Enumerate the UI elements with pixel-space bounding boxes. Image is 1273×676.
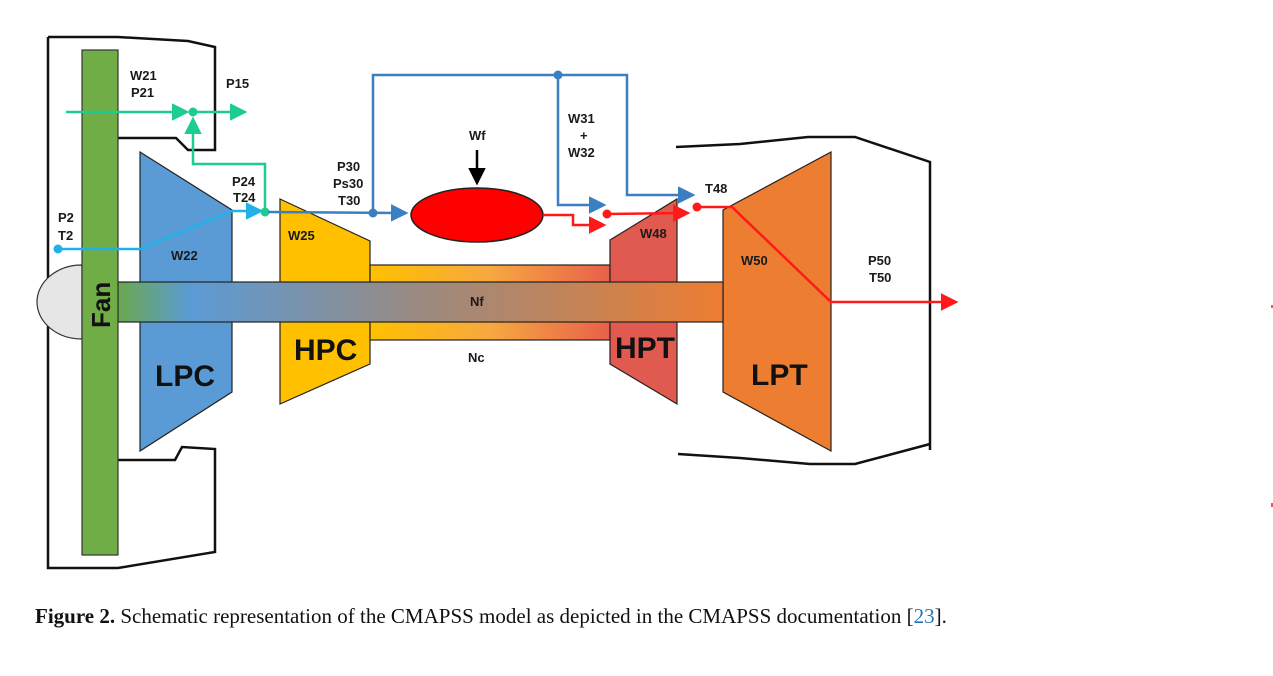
nozzle-lower xyxy=(677,442,931,466)
label-w31: W31 xyxy=(568,111,595,126)
w31-w32-line xyxy=(556,75,607,214)
label-plus: + xyxy=(580,128,588,143)
bypass-junction-dot xyxy=(188,107,198,117)
hpt-flow-line xyxy=(606,204,691,222)
label-ps30: Ps30 xyxy=(333,176,363,191)
label-t48: T48 xyxy=(705,181,727,196)
label-lpt: LPT xyxy=(751,359,808,392)
label-t2: T2 xyxy=(58,228,73,243)
label-p30: P30 xyxy=(337,159,360,174)
label-wf: Wf xyxy=(469,128,486,143)
hpc-flow-line xyxy=(267,204,409,222)
label-w50: W50 xyxy=(741,253,768,268)
label-nf: Nf xyxy=(470,294,484,309)
label-w48: W48 xyxy=(640,226,667,241)
figure-caption: Figure 2. Schematic representation of th… xyxy=(35,604,1265,629)
label-hpt: HPT xyxy=(615,332,675,365)
edge-mark xyxy=(1271,503,1273,507)
edge-mark xyxy=(1271,305,1273,308)
combustor xyxy=(410,187,544,243)
core-inlet-flow-line xyxy=(58,202,264,251)
label-w32: W32 xyxy=(568,145,595,160)
spinner xyxy=(36,264,83,340)
label-w25: W25 xyxy=(288,228,315,243)
label-hpc: HPC xyxy=(294,334,357,367)
p24-junction-dot xyxy=(260,207,270,217)
nacelle-front-upper xyxy=(48,35,217,152)
nf-shaft xyxy=(117,281,724,323)
citation-link[interactable]: 23 xyxy=(913,604,935,628)
caption-text: Schematic representation of the CMAPSS m… xyxy=(115,604,914,628)
cooling-bypass-line xyxy=(371,73,696,213)
fan-block xyxy=(81,49,119,556)
caption-label: Figure 2. xyxy=(35,604,116,628)
cmapss-engine-diagram: W21 P21 P15 P2 T2 W22 P24 T24 W25 P30 Ps… xyxy=(36,35,1273,570)
label-nc: Nc xyxy=(468,350,485,365)
label-w22: W22 xyxy=(171,248,198,263)
label-t30: T30 xyxy=(338,193,360,208)
combustor-out-line xyxy=(543,213,607,234)
label-p21: P21 xyxy=(131,85,154,100)
nacelle-front-lower xyxy=(46,37,217,570)
label-p50: P50 xyxy=(868,253,891,268)
label-p2: P2 xyxy=(58,210,74,225)
label-fan: Fan xyxy=(86,282,116,328)
label-t24: T24 xyxy=(233,190,256,205)
caption-end: ]. xyxy=(934,604,947,628)
label-p24: P24 xyxy=(232,174,256,189)
lpt-flow-line xyxy=(697,205,959,311)
label-w21: W21 xyxy=(130,68,157,83)
label-lpc: LPC xyxy=(155,360,215,393)
lpt-block xyxy=(722,150,832,453)
label-t50: T50 xyxy=(869,270,891,285)
label-p15: P15 xyxy=(226,76,249,91)
nozzle-upper xyxy=(675,135,932,450)
bypass-bleed-line xyxy=(184,116,267,212)
